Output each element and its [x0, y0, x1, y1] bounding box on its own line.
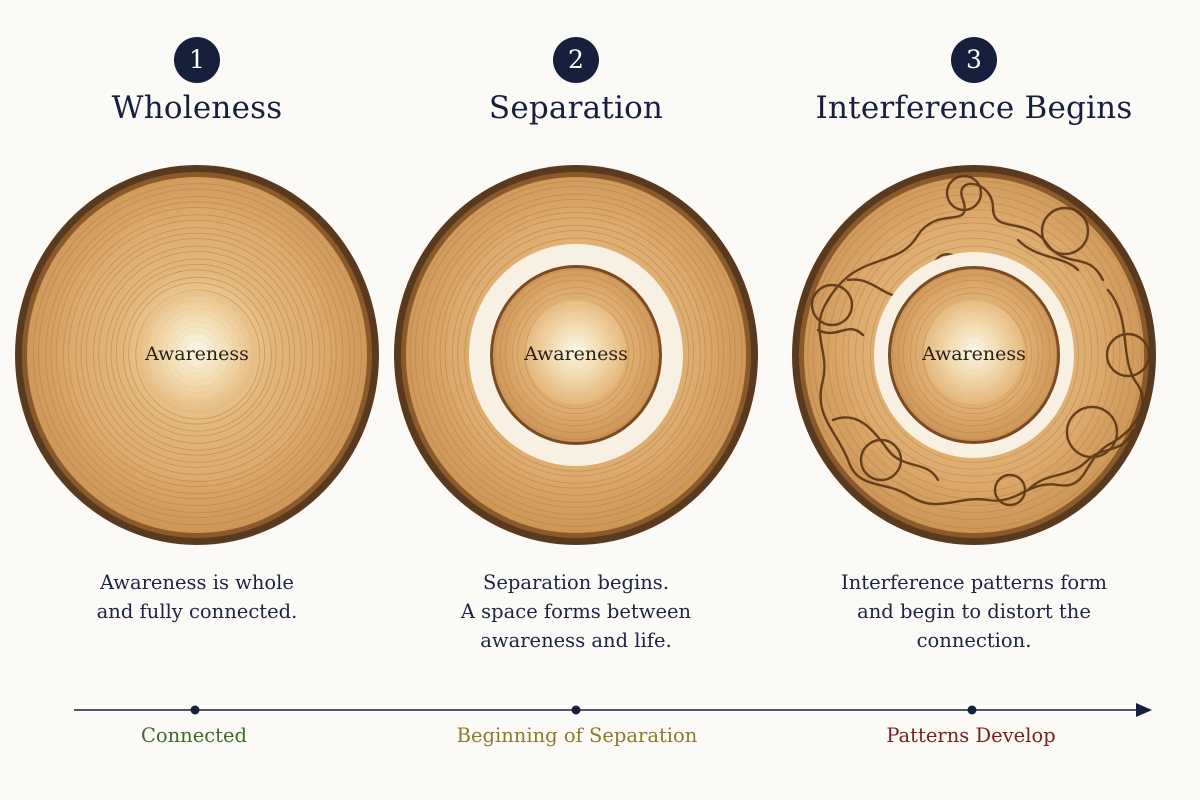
wood-disc-illustration: Awareness [11, 160, 383, 550]
interference-patterns [810, 174, 1151, 507]
stage-description: Awareness is whole and fully connected. [96, 571, 298, 623]
center-label: Awareness [524, 343, 628, 365]
step-number-badge: 2 [553, 37, 599, 83]
stage-wholeness: 1 Wholeness Awareness Awareness is whole… [7, 0, 387, 660]
timeline-point-2 [571, 705, 581, 715]
timeline-label-connected: Connected [140, 724, 248, 747]
stage-title: Interference Begins [815, 90, 1133, 126]
timeline-point-3 [967, 705, 977, 715]
stage-separation: 2 Separation Awareness Separation begins… [386, 0, 766, 660]
stage-title: Separation [488, 90, 664, 126]
wood-disc-illustration: Awareness [788, 160, 1160, 550]
center-label: Awareness [922, 343, 1026, 365]
stage-description: Separation begins. A space forms between… [460, 571, 692, 652]
tree-ring-disc-1 [15, 165, 379, 545]
progression-timeline [70, 690, 1160, 730]
step-number-badge: 1 [174, 37, 220, 83]
timeline-point-1 [190, 705, 200, 715]
stage-description: Interference patterns form and begin to … [841, 571, 1107, 652]
timeline-label-beginning-of-separation: Beginning of Separation [456, 724, 698, 747]
arrow-right-icon [1136, 703, 1152, 717]
tree-ring-disc-3 [792, 165, 1156, 545]
center-label: Awareness [145, 343, 249, 365]
wood-disc-illustration: Awareness [390, 160, 762, 550]
stage-interference: 3 Interference Begins [784, 0, 1164, 660]
tree-ring-disc-2 [394, 165, 758, 545]
step-number-badge: 3 [951, 37, 997, 83]
timeline-label-patterns-develop: Patterns Develop [886, 724, 1056, 747]
stage-title: Wholeness [111, 90, 283, 126]
